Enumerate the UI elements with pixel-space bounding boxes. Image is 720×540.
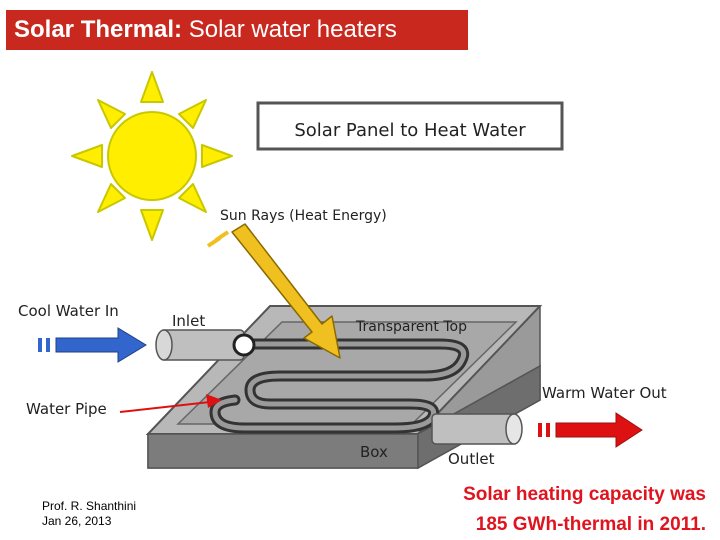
presentation-date: Jan 26, 2013 bbox=[42, 514, 112, 528]
sun-ray-arrow-icon bbox=[206, 223, 341, 359]
inlet-label: Inlet bbox=[172, 312, 205, 330]
solar-water-heater-diagram: Solar Panel to Heat Water Sun Rays (Heat… bbox=[18, 71, 667, 470]
warm-water-out-label: Warm Water Out bbox=[542, 384, 667, 402]
diagram-heading-box bbox=[256, 101, 564, 151]
warm-water-arrow-icon bbox=[538, 412, 643, 448]
slide-title: Solar Thermal: Solar water heaters bbox=[6, 10, 468, 50]
slide-title-rest: Solar water heaters bbox=[182, 16, 397, 43]
slide-title-bold: Solar Thermal: bbox=[14, 16, 183, 43]
water-pipe-pointer-icon bbox=[119, 394, 222, 413]
outlet-label: Outlet bbox=[448, 450, 495, 468]
author-name: Prof. R. Shanthini bbox=[42, 499, 137, 513]
transparent-top-label: Transparent Top bbox=[355, 319, 467, 335]
stat-line-1: Solar heating capacity was bbox=[463, 484, 706, 505]
solar-capacity-statement: Solar heating capacity was 185 GWh-therm… bbox=[366, 480, 706, 540]
diagram-heading: Solar Panel to Heat Water bbox=[294, 120, 526, 141]
water-pipe-label: Water Pipe bbox=[26, 400, 107, 418]
author-info: Prof. R. Shanthini Jan 26, 2013 bbox=[42, 499, 136, 529]
stat-line-2: 185 GWh-thermal in 2011. bbox=[475, 514, 706, 535]
box-label: Box bbox=[360, 443, 388, 461]
cool-water-in-label: Cool Water In bbox=[18, 302, 119, 320]
cool-water-arrow-icon bbox=[38, 327, 147, 363]
outlet-pipe bbox=[431, 413, 523, 445]
sun-icon bbox=[71, 71, 233, 241]
sun-rays-label: Sun Rays (Heat Energy) bbox=[220, 208, 387, 224]
inlet-pipe bbox=[155, 329, 256, 361]
